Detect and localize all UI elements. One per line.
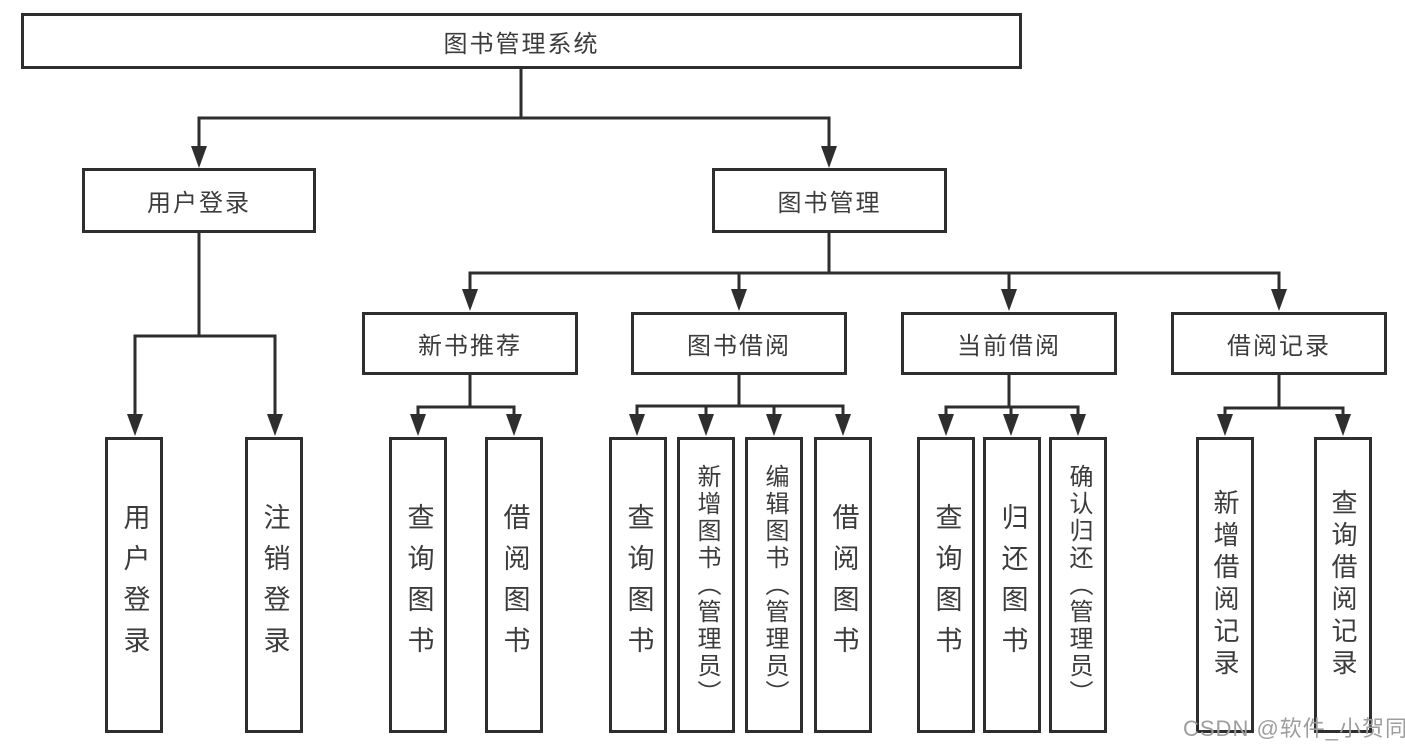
node-user-login-branch: 用户登录 xyxy=(82,168,316,233)
node-root: 图书管理系统 xyxy=(21,13,1022,69)
leaf-cb-query-book-label: 查询图书 xyxy=(931,503,962,667)
leaf-cb-return-book: 归还图书 xyxy=(983,437,1041,733)
leaf-nb-borrow-book-label: 借阅图书 xyxy=(499,503,530,667)
node-book-management-label: 图书管理 xyxy=(777,190,882,217)
leaf-br-query-record: 查询借阅记录 xyxy=(1314,437,1372,733)
leaf-cb-return-book-label: 归还图书 xyxy=(997,503,1028,667)
node-borrow-records-label: 借阅记录 xyxy=(1227,333,1331,360)
leaf-br-add-record-label: 新增借阅记录 xyxy=(1210,489,1240,681)
node-borrow-records: 借阅记录 xyxy=(1171,312,1387,375)
leaf-logout: 注销登录 xyxy=(245,437,303,733)
leaf-cb-confirm-return-admin-label: 确认归还（管理员） xyxy=(1065,463,1092,707)
leaf-nb-query-book: 查询图书 xyxy=(389,437,447,733)
arrowheads xyxy=(127,146,1351,436)
node-book-management: 图书管理 xyxy=(712,168,947,233)
leaf-bb-add-book-admin-label: 新增图书（管理员） xyxy=(693,463,720,707)
leaf-bb-borrow-book: 借阅图书 xyxy=(814,437,872,733)
leaf-user-login-label: 用户登录 xyxy=(119,503,150,667)
leaf-bb-edit-book-admin-label: 编辑图书（管理员） xyxy=(761,463,788,707)
leaf-logout-label: 注销登录 xyxy=(259,503,290,667)
leaf-br-query-record-label: 查询借阅记录 xyxy=(1328,489,1358,681)
leaf-bb-query-book: 查询图书 xyxy=(609,437,667,733)
leaf-cb-query-book: 查询图书 xyxy=(917,437,975,733)
leaf-bb-borrow-book-label: 借阅图书 xyxy=(828,503,859,667)
leaf-nb-query-book-label: 查询图书 xyxy=(403,503,434,667)
leaf-user-login: 用户登录 xyxy=(105,437,163,733)
node-book-borrow-label: 图书借阅 xyxy=(687,333,791,360)
leaf-br-add-record: 新增借阅记录 xyxy=(1196,437,1254,733)
leaf-bb-edit-book-admin: 编辑图书（管理员） xyxy=(745,437,803,733)
node-user-login-branch-label: 用户登录 xyxy=(147,190,251,217)
node-new-book-recommend-label: 新书推荐 xyxy=(418,333,522,360)
leaf-cb-confirm-return-admin: 确认归还（管理员） xyxy=(1049,437,1107,733)
node-new-book-recommend: 新书推荐 xyxy=(362,312,578,375)
leaf-bb-query-book-label: 查询图书 xyxy=(623,503,654,667)
connector-segments xyxy=(133,67,1345,417)
leaf-nb-borrow-book: 借阅图书 xyxy=(485,437,543,733)
node-book-borrow: 图书借阅 xyxy=(631,312,847,375)
csdn-watermark: CSDN @软件_小贺同学 xyxy=(1183,716,1405,741)
leaf-bb-add-book-admin: 新增图书（管理员） xyxy=(677,437,735,733)
node-current-borrow: 当前借阅 xyxy=(901,312,1117,375)
node-current-borrow-label: 当前借阅 xyxy=(957,333,1061,360)
node-root-label: 图书管理系统 xyxy=(443,30,600,58)
